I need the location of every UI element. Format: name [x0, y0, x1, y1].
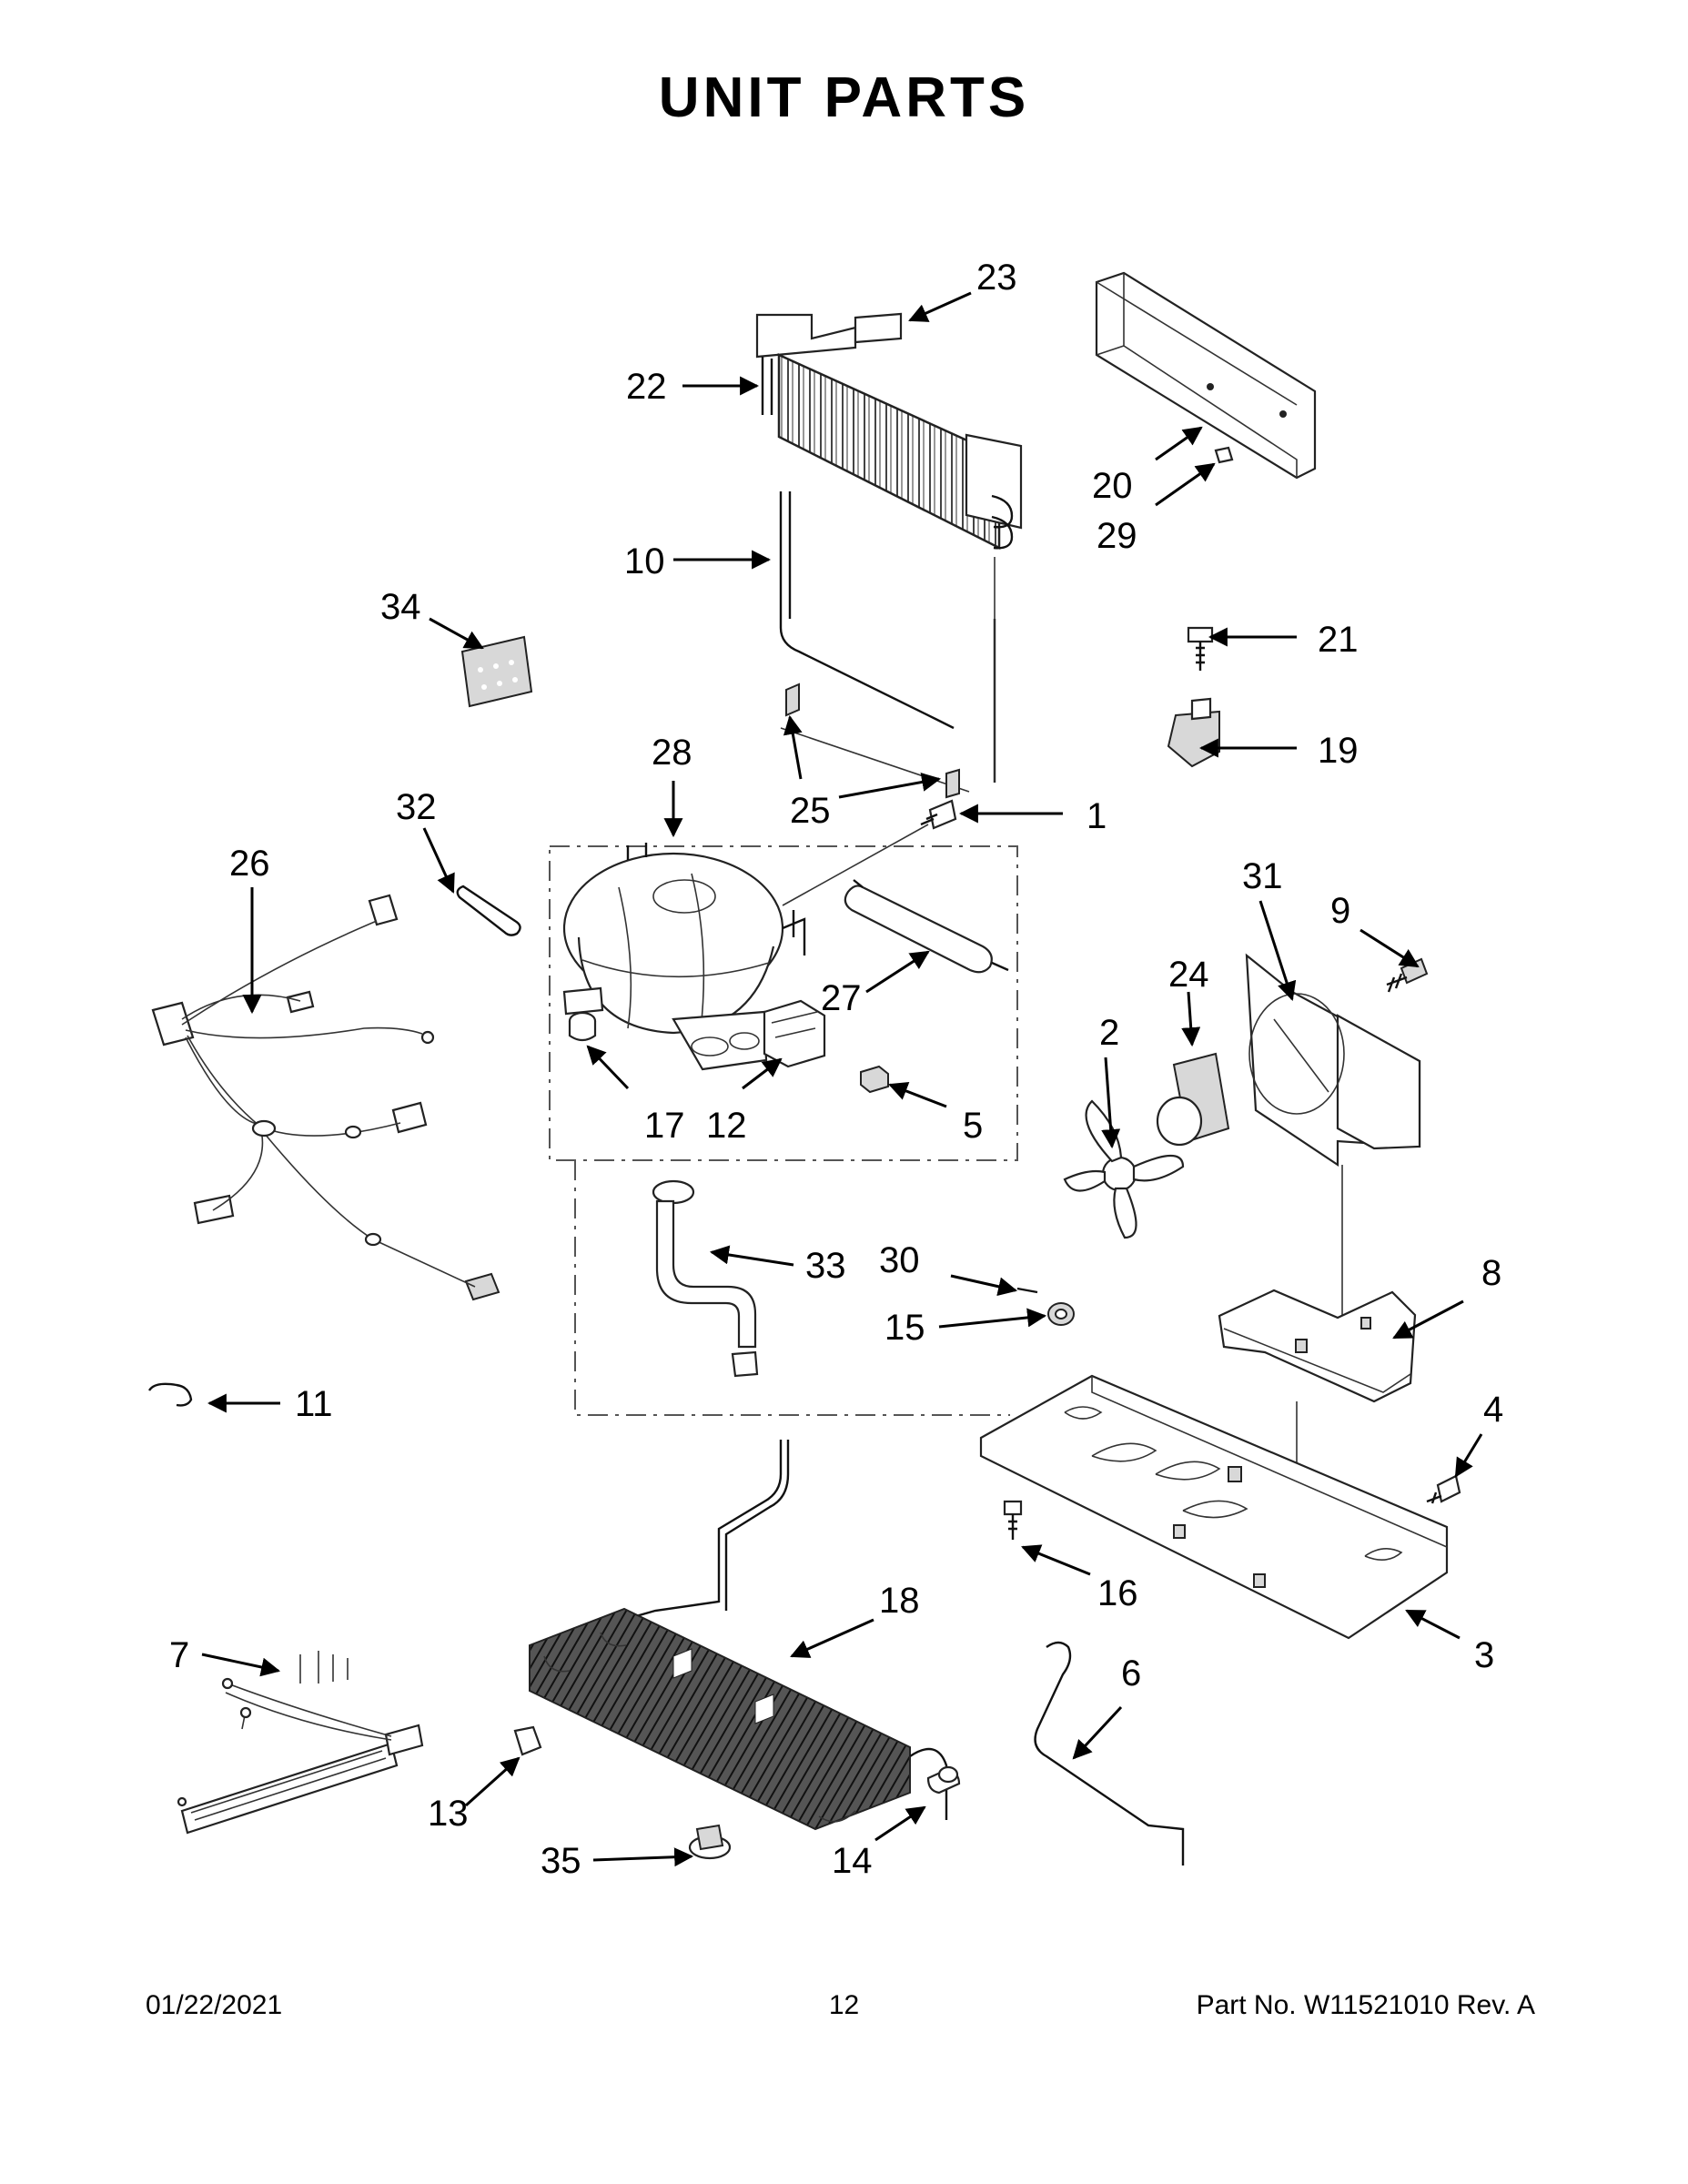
callout-1: 1	[1087, 796, 1107, 836]
callout-21: 21	[1318, 620, 1359, 660]
bracket-19[interactable]	[1167, 697, 1220, 768]
screw-9[interactable]	[1386, 957, 1429, 993]
callout-8: 8	[1481, 1253, 1501, 1293]
condenser-coil[interactable]	[755, 313, 1023, 551]
callout-19: 19	[1318, 731, 1359, 771]
screw-16[interactable]	[1003, 1500, 1023, 1540]
footer-part-number: Part No. W11521010 Rev. A	[1196, 1990, 1535, 2020]
callout-3: 3	[1474, 1635, 1494, 1675]
callout-7: 7	[169, 1635, 189, 1675]
overload-5[interactable]	[860, 1065, 889, 1094]
callout-12: 12	[706, 1106, 747, 1146]
grommet-17[interactable]	[568, 1011, 597, 1042]
grommet-15[interactable]	[1047, 1302, 1075, 1326]
callout-16: 16	[1097, 1573, 1138, 1613]
nut-29[interactable]	[1214, 446, 1234, 464]
callout-23: 23	[976, 258, 1017, 298]
screw-4[interactable]	[1426, 1474, 1461, 1504]
callout-31: 31	[1242, 856, 1283, 896]
fan-motor[interactable]	[1156, 1052, 1230, 1147]
wire-6[interactable]	[1034, 1641, 1185, 1866]
callout-33: 33	[805, 1246, 846, 1286]
footer-date: 01/22/2021	[146, 1990, 283, 2020]
wire-32[interactable]	[456, 885, 521, 936]
callout-20: 20	[1092, 466, 1133, 506]
screw-1[interactable]	[782, 799, 957, 906]
callout-9: 9	[1330, 891, 1350, 931]
control-board[interactable]	[460, 635, 533, 708]
callout-arrows	[201, 291, 1483, 1867]
condenser-tray[interactable]	[1218, 1289, 1417, 1403]
callout-29: 29	[1097, 516, 1137, 556]
drier-27[interactable]	[844, 879, 1009, 974]
callout-4: 4	[1483, 1390, 1503, 1430]
callout-2: 2	[1099, 1013, 1119, 1053]
callout-15: 15	[884, 1308, 925, 1348]
condenser-coil-18[interactable]	[529, 1607, 948, 1831]
condenser-loop-tube[interactable]	[591, 1440, 790, 1631]
fan-shroud[interactable]	[1245, 953, 1421, 1168]
callout-27: 27	[821, 978, 862, 1018]
callout-25: 25	[790, 791, 831, 831]
cap-14[interactable]	[926, 1765, 961, 1795]
page-title: UNIT PARTS	[658, 66, 1030, 129]
callout-17: 17	[644, 1106, 685, 1146]
compressor[interactable]	[562, 843, 806, 1071]
footer-page-number: 12	[828, 1990, 860, 2020]
callout-24: 24	[1168, 955, 1209, 995]
callout-5: 5	[963, 1106, 983, 1146]
base-plate[interactable]	[979, 1374, 1449, 1640]
drain-tube[interactable]	[652, 1179, 759, 1378]
clip-13[interactable]	[513, 1725, 542, 1756]
callout-34: 34	[380, 587, 421, 627]
condenser-air-duct[interactable]	[1095, 271, 1317, 480]
sleeve-35[interactable]	[688, 1824, 732, 1860]
callout-18: 18	[879, 1581, 920, 1621]
wire-harness-7[interactable]	[177, 1651, 424, 1835]
callout-28: 28	[652, 733, 692, 773]
callout-30: 30	[879, 1240, 920, 1280]
callout-14: 14	[832, 1841, 873, 1881]
callout-10: 10	[624, 541, 665, 581]
callout-6: 6	[1121, 1653, 1141, 1694]
callout-labels: 23 22 20 29 10 34 21 19 28 32 26 25 1 31…	[169, 258, 1503, 1881]
callout-32: 32	[396, 787, 437, 827]
clip-11[interactable]	[147, 1382, 193, 1407]
callout-26: 26	[229, 844, 270, 884]
start-relay-12[interactable]	[763, 999, 826, 1068]
insulation-strip-23[interactable]	[854, 312, 903, 344]
pin-30[interactable]	[1016, 1287, 1038, 1294]
wire-harness[interactable]	[151, 894, 500, 1301]
callout-35: 35	[541, 1841, 581, 1881]
condenser-tube-10[interactable]	[779, 491, 996, 799]
screw-21[interactable]	[1187, 626, 1214, 671]
callout-22: 22	[626, 367, 667, 407]
compressor-assembly-outline	[549, 845, 1018, 1416]
callout-13: 13	[428, 1794, 469, 1834]
callout-11: 11	[295, 1384, 333, 1424]
